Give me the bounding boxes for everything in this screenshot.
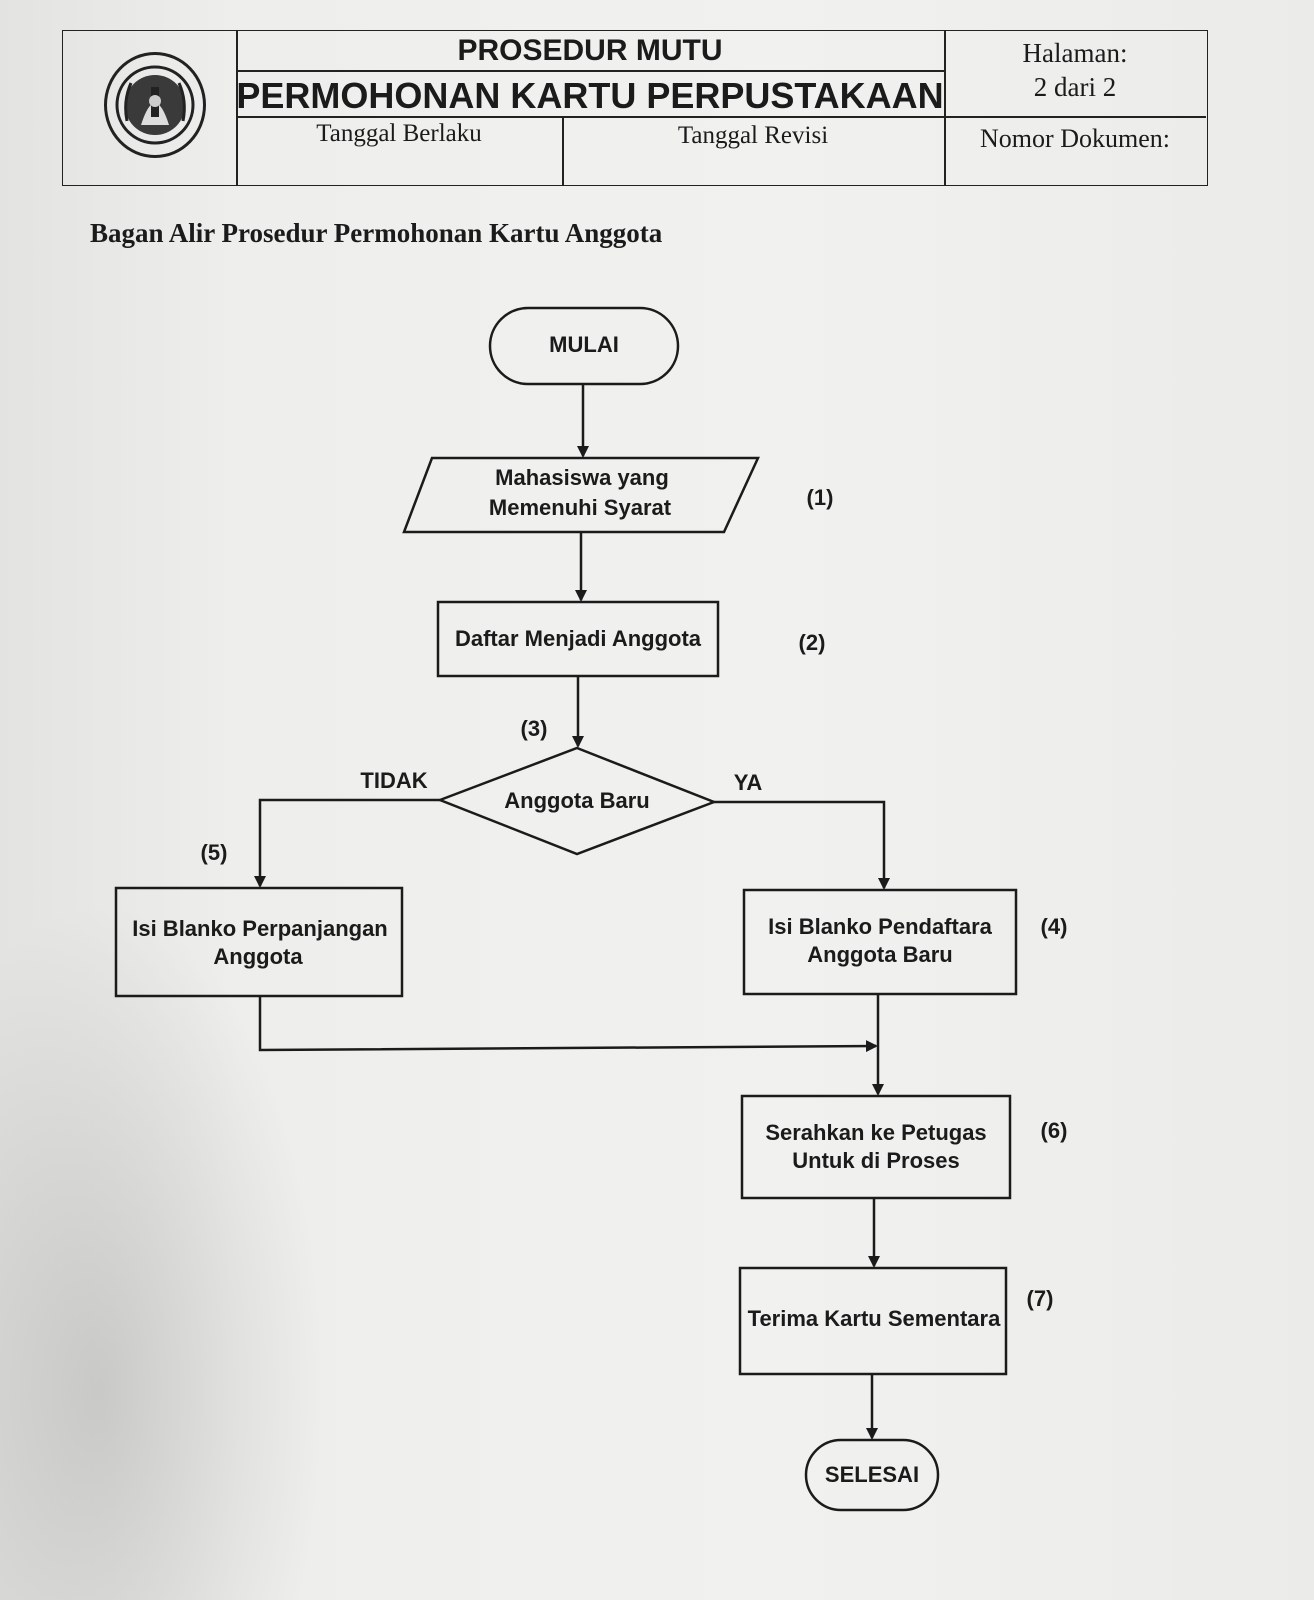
hand-shadow xyxy=(0,900,330,1600)
step5-number: (5) xyxy=(201,840,228,865)
section-title: Bagan Alir Prosedur Permohonan Kartu Ang… xyxy=(90,218,663,248)
doc-type-title: PROSEDUR MUTU xyxy=(457,34,723,67)
end-label: SELESAI xyxy=(825,1462,919,1487)
input-parallelogram xyxy=(402,456,760,534)
step7-label: Terima Kartu Sementara xyxy=(748,1306,1001,1331)
arrow-yes-branch xyxy=(714,800,890,890)
yes-branch-label: YA xyxy=(734,770,763,795)
step1-label-line1: Mahasiswa yang xyxy=(495,465,669,490)
institution-logo-icon xyxy=(104,52,206,158)
step5-label-line1: Isi Blanko Perpanjangan xyxy=(132,916,388,941)
process-box-new-member xyxy=(742,888,1018,996)
step2-number: (2) xyxy=(799,630,826,655)
step4-label-line1: Isi Blanko Pendaftara xyxy=(768,914,993,939)
process-box-renewal xyxy=(114,886,404,998)
step1-label-line2: Memenuhi Syarat xyxy=(489,495,672,520)
decision-label: Anggota Baru xyxy=(504,788,649,813)
document-number-label: Nomor Dokumen: xyxy=(980,124,1170,153)
step2-label: Daftar Menjadi Anggota xyxy=(455,626,702,651)
arrow-no-branch xyxy=(254,798,440,888)
effective-date-label: Tanggal Berlaku xyxy=(316,120,482,147)
step6-number: (6) xyxy=(1041,1118,1068,1143)
step3-number: (3) xyxy=(521,716,548,741)
no-branch-label: TIDAK xyxy=(360,768,427,793)
step7-number: (7) xyxy=(1027,1286,1054,1311)
decision-diamond xyxy=(436,746,718,856)
step4-number: (4) xyxy=(1041,914,1068,939)
header-border xyxy=(62,30,1208,186)
revision-date-label: Tanggal Revisi xyxy=(677,122,829,149)
start-label: MULAI xyxy=(549,332,619,357)
process-box-submit xyxy=(740,1094,1012,1200)
doc-main-title: PERMOHONAN KARTU PERPUSTAKAAN xyxy=(236,75,944,116)
page-label: Halaman: xyxy=(1022,38,1128,68)
step4-label-line2: Anggota Baru xyxy=(807,942,952,967)
page-value: 2 dari 2 xyxy=(1033,72,1117,102)
end-terminal xyxy=(804,1438,940,1512)
step1-number: (1) xyxy=(807,485,834,510)
step6-label-line1: Serahkan ke Petugas xyxy=(765,1120,986,1145)
step6-label-line2: Untuk di Proses xyxy=(792,1148,959,1173)
step5-label-line2: Anggota xyxy=(213,944,303,969)
arrow-renewal-to-merge xyxy=(258,996,878,1053)
